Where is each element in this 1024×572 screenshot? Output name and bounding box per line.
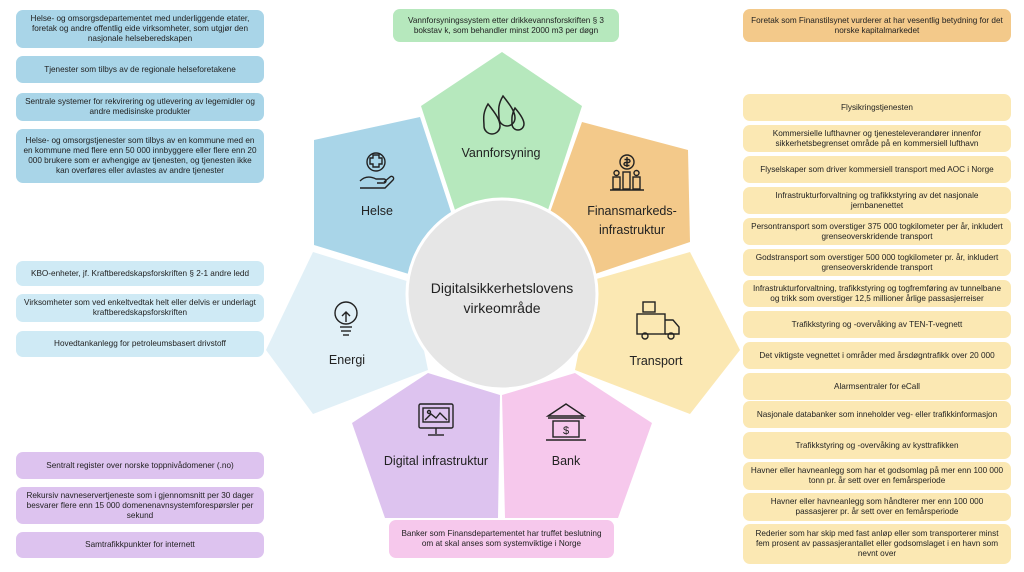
energi-box-3: Hovedtankanlegg for petroleumsbasert dri…	[16, 331, 264, 357]
energi-box-1: KBO-enheter, jf. Kraftberedskapsforskrif…	[16, 261, 264, 286]
bank-box: Banker som Finansdepartementet har truff…	[389, 520, 614, 558]
transport-box-14: Havner eller havneanlegg som håndterer m…	[743, 493, 1011, 521]
label-finans-line2: infrastruktur	[599, 223, 665, 237]
segment-vannforsyning	[421, 52, 582, 210]
transport-box-7: Infrastrukturforvaltning, trafikkstyring…	[743, 280, 1011, 307]
energi-box-2: Virksomheter som ved enkeltvedtak helt e…	[16, 294, 264, 322]
transport-box-6: Godstransport som overstiger 500 000 tog…	[743, 249, 1011, 276]
transport-box-2: Kommersielle lufthavner og tjenestelever…	[743, 125, 1011, 152]
center-title-line1: Digitalsikkerhetslovens	[431, 280, 573, 296]
label-vannforsyning: Vannforsyning	[462, 146, 541, 160]
truck-icon	[636, 301, 680, 340]
helse-box-4: Helse- og omsorgstjenester som tilbys av…	[16, 129, 264, 183]
center-title-line2: virkeområde	[463, 300, 540, 316]
monitor-icon	[418, 403, 454, 436]
bank-icon: $	[545, 403, 587, 441]
helse-box-2: Tjenester som tilbys av de regionale hel…	[16, 56, 264, 83]
segment-digital	[352, 373, 500, 518]
label-bank: Bank	[552, 454, 581, 468]
label-helse: Helse	[361, 204, 393, 218]
coin-chart-icon	[610, 154, 644, 191]
lightbulb-icon	[334, 301, 358, 336]
vann-box: Vannforsyningssystem etter drikkevannsfo…	[393, 9, 619, 42]
label-finans-line1: Finansmarkeds-	[587, 204, 677, 218]
transport-box-8: Trafikkstyring og -overvåking av TEN-T-v…	[743, 311, 1011, 338]
transport-box-11: Nasjonale databanker som inneholder veg-…	[743, 401, 1011, 428]
segment-energi	[266, 252, 428, 414]
label-energi: Energi	[329, 353, 365, 367]
transport-box-10: Alarmsentraler for eCall	[743, 373, 1011, 400]
medical-hand-icon	[359, 152, 395, 189]
transport-box-4: Infrastrukturforvaltning og trafikkstyri…	[743, 187, 1011, 214]
transport-box-3: Flyselskaper som driver kommersiell tran…	[743, 156, 1011, 183]
transport-box-12: Trafikkstyring og -overvåking av kysttra…	[743, 432, 1011, 459]
helse-box-3: Sentrale systemer for rekvirering og utl…	[16, 93, 264, 121]
transport-box-9: Det viktigste vegnettet i områder med år…	[743, 342, 1011, 369]
finans-box: Foretak som Finanstilsynet vurderer at h…	[743, 9, 1011, 42]
digital-box-3: Samtrafikkpunkter for internett	[16, 532, 264, 558]
transport-box-5: Persontransport som overstiger 375 000 t…	[743, 218, 1011, 245]
segment-finans	[548, 122, 690, 275]
label-digital: Digital infrastruktur	[384, 454, 488, 468]
center-circle	[405, 197, 599, 391]
digital-box-1: Sentralt register over norske toppnivådo…	[16, 452, 264, 479]
label-transport: Transport	[629, 354, 683, 368]
water-drops-icon	[482, 94, 525, 135]
digital-box-2: Rekursiv navneservertjeneste som i gjenn…	[16, 487, 264, 524]
segment-bank	[502, 373, 652, 518]
segment-helse	[314, 117, 452, 275]
helse-box-1: Helse- og omsorgsdepartementet med under…	[16, 10, 264, 48]
segment-transport	[575, 252, 740, 414]
transport-box-13: Havner eller havneanlegg som har et gods…	[743, 462, 1011, 490]
svg-text:$: $	[563, 425, 569, 437]
transport-box-1: Flysikringstjenesten	[743, 94, 1011, 121]
transport-box-15: Rederier som har skip med fast anløp ell…	[743, 524, 1011, 564]
